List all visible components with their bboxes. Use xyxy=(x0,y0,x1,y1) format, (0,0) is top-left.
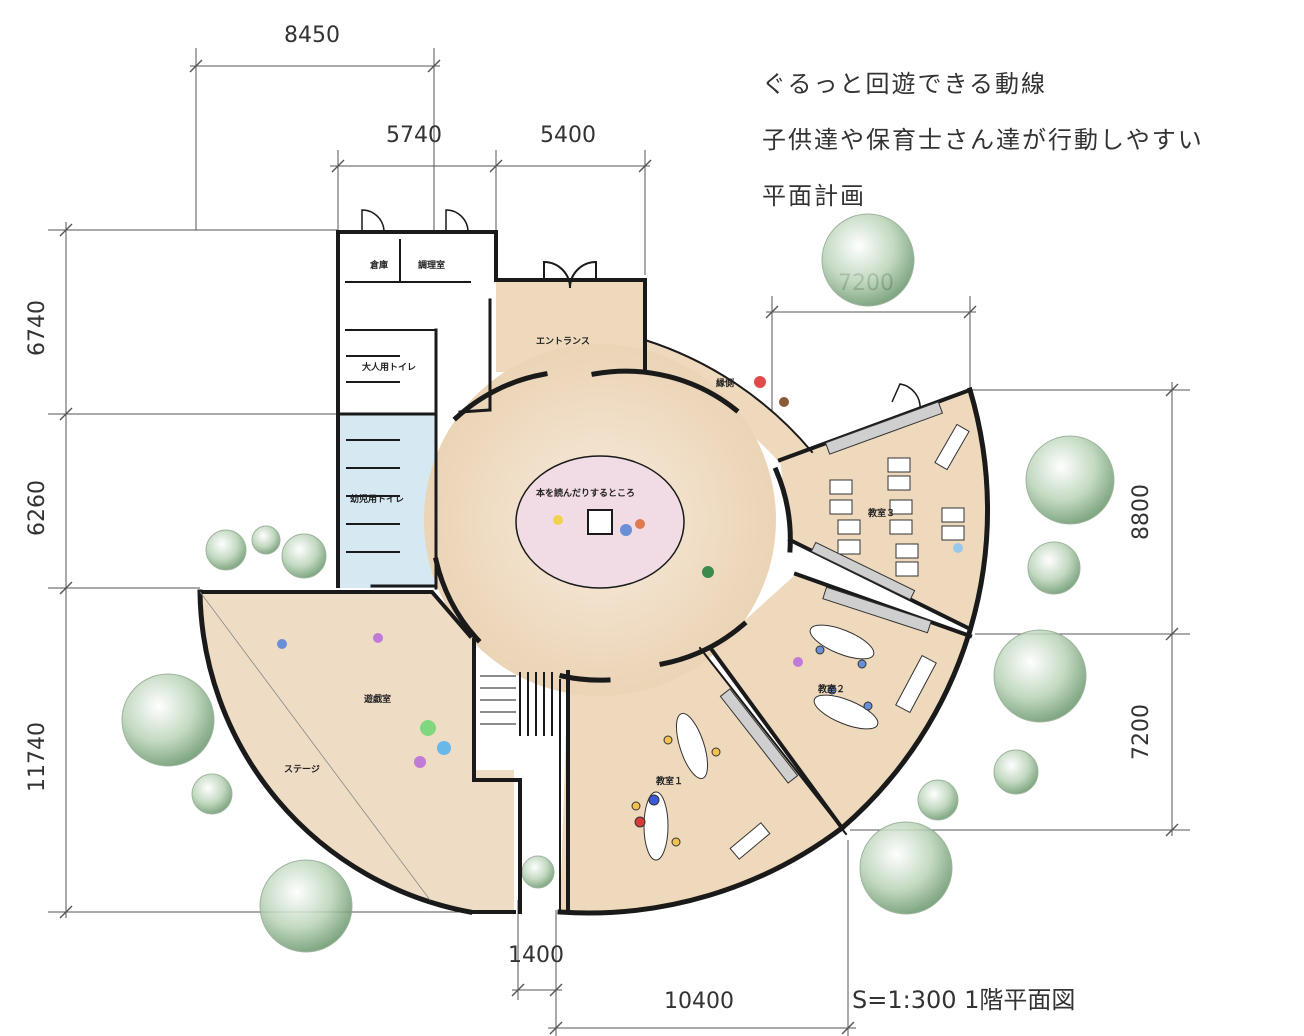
dim-bottom-small: 1400 xyxy=(508,943,564,968)
tree-icon xyxy=(259,859,353,953)
tree-icon xyxy=(251,525,281,555)
classroom1-furniture xyxy=(631,712,771,861)
tree-icon xyxy=(821,213,915,307)
design-notes: ぐるっと回遊できる動線 子供達や保育士さん達が行動しやすい 平面計画 xyxy=(762,56,1302,224)
room-label-entrance: エントランス xyxy=(536,336,590,347)
dim-right-lower: 7200 xyxy=(1129,704,1154,760)
room-label-classroom3: 教室３ xyxy=(867,507,895,519)
room-label-adult-toilet: 大人用トイレ xyxy=(362,361,416,373)
floors xyxy=(200,232,987,912)
dim-bottom-wide: 10400 xyxy=(664,989,734,1014)
dim-top-right: 5400 xyxy=(540,123,596,148)
walls xyxy=(197,230,990,916)
tree-icon xyxy=(191,773,233,815)
room-label-veranda: 縁側 xyxy=(716,377,734,389)
dim-top-left: 5740 xyxy=(386,123,442,148)
room-label-child-toilet: 幼児用トイレ xyxy=(350,493,404,505)
room-label-classroom2: 教室２ xyxy=(817,683,845,695)
service-door-icons xyxy=(361,209,921,411)
note-line-1: ぐるっと回遊できる動線 xyxy=(762,70,1048,98)
tree-icon xyxy=(1025,435,1115,525)
dim-left-mid: 6260 xyxy=(25,480,50,536)
tree-icon xyxy=(917,779,959,821)
scale-label: S=1:300 1階平面図 xyxy=(852,986,1076,1014)
room-label-classroom1: 教室１ xyxy=(655,775,683,787)
classroom3-furniture xyxy=(810,401,970,601)
note-line-3: 平面計画 xyxy=(762,182,866,210)
room-label-playroom: 遊戯室 xyxy=(364,693,391,705)
dim-left-bottom: 11740 xyxy=(25,722,50,792)
tree-icon xyxy=(121,673,215,767)
dim-top-overall: 8450 xyxy=(284,23,340,48)
toilet-stalls xyxy=(346,355,400,553)
room-label-reading-area: 本を読んだりするところ xyxy=(536,487,635,499)
dim-right-upper: 8800 xyxy=(1129,484,1154,540)
dimension-ticks xyxy=(59,59,1179,1035)
stairs xyxy=(480,672,553,736)
tree-icon xyxy=(521,855,555,889)
tree-icon xyxy=(993,629,1087,723)
tree-icon xyxy=(993,749,1039,795)
room-label-kitchen: 調理室 xyxy=(418,259,445,271)
tree-icon xyxy=(281,533,327,579)
note-line-2: 子供達や保育士さん達が行動しやすい xyxy=(762,126,1204,154)
tree-icon xyxy=(859,821,953,915)
reading-table xyxy=(587,509,613,535)
tree-icon xyxy=(205,529,247,571)
room-label-storage: 倉庫 xyxy=(369,259,388,271)
classroom2-furniture xyxy=(719,586,937,784)
dim-left-top: 6740 xyxy=(25,300,50,356)
children-figures xyxy=(277,376,963,768)
trees xyxy=(121,213,1115,953)
entrance-door-icon xyxy=(543,260,597,289)
tree-icon xyxy=(1027,541,1081,595)
room-label-stage: ステージ xyxy=(284,764,320,775)
